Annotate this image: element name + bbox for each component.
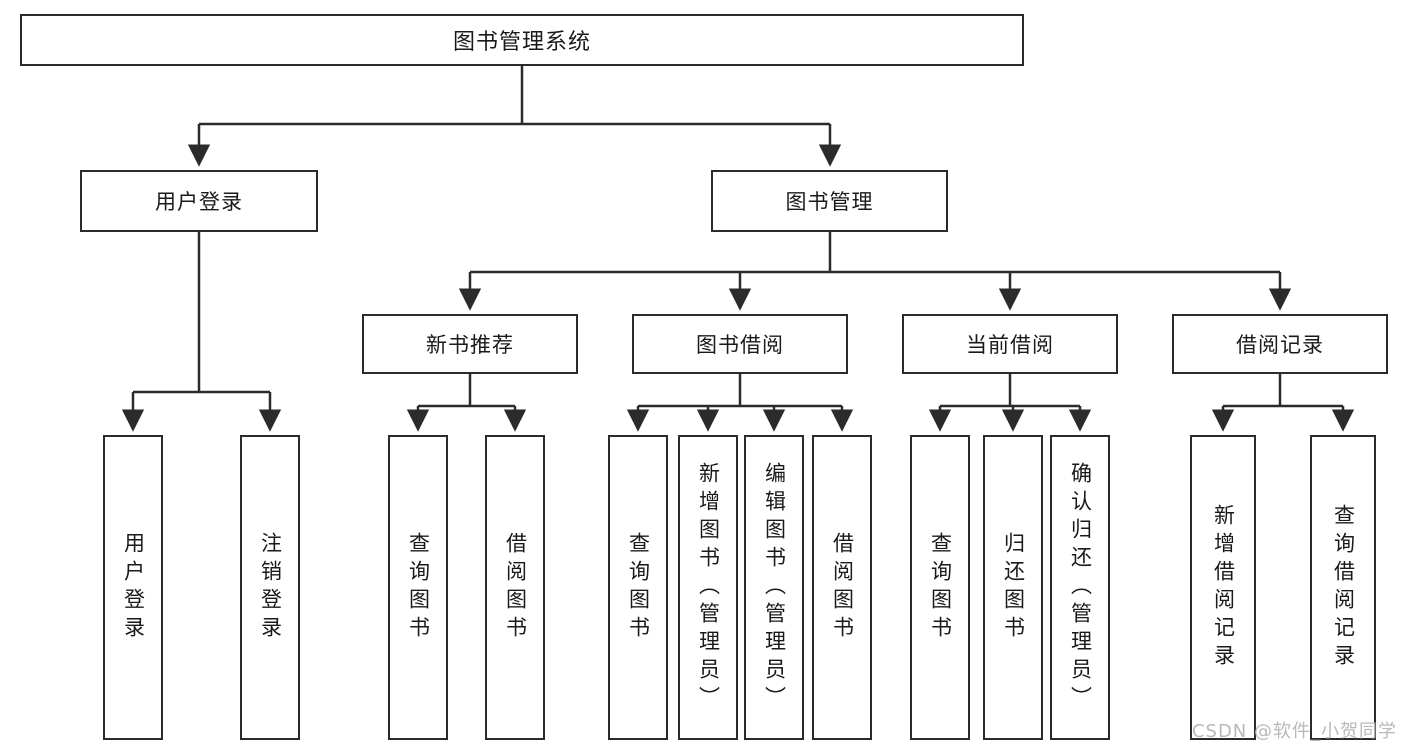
node-leaf-11[interactable]: 新增借阅记录 <box>1190 435 1256 740</box>
node-level2-0-label: 用户登录 <box>155 190 243 214</box>
node-leaf-0[interactable]: 用户登录 <box>103 435 163 740</box>
node-leaf-8-label: 查询图书 <box>928 531 953 644</box>
node-level3-3-label: 借阅记录 <box>1236 333 1324 357</box>
node-leaf-6-label: 编辑图书（管理员） <box>762 461 787 714</box>
node-leaf-10[interactable]: 确认归还（管理员） <box>1050 435 1110 740</box>
node-leaf-2-label: 查询图书 <box>406 531 431 644</box>
node-leaf-8[interactable]: 查询图书 <box>910 435 970 740</box>
node-root[interactable]: 图书管理系统 <box>20 14 1024 66</box>
node-leaf-6[interactable]: 编辑图书（管理员） <box>744 435 804 740</box>
node-leaf-10-label: 确认归还（管理员） <box>1068 461 1093 714</box>
node-leaf-5-label: 新增图书（管理员） <box>696 461 721 714</box>
node-leaf-12[interactable]: 查询借阅记录 <box>1310 435 1376 740</box>
node-level3-0[interactable]: 新书推荐 <box>362 314 578 374</box>
node-level2-0[interactable]: 用户登录 <box>80 170 318 232</box>
node-root-label: 图书管理系统 <box>452 30 591 55</box>
node-leaf-7[interactable]: 借阅图书 <box>812 435 872 740</box>
node-level3-1-label: 图书借阅 <box>696 333 784 357</box>
node-leaf-3[interactable]: 借阅图书 <box>485 435 545 740</box>
node-level3-3[interactable]: 借阅记录 <box>1172 314 1388 374</box>
node-level3-2-label: 当前借阅 <box>966 333 1054 357</box>
node-leaf-4-label: 查询图书 <box>626 531 651 644</box>
node-level2-1[interactable]: 图书管理 <box>711 170 948 232</box>
node-leaf-12-label: 查询借阅记录 <box>1331 503 1356 672</box>
node-leaf-4[interactable]: 查询图书 <box>608 435 668 740</box>
node-leaf-0-label: 用户登录 <box>121 531 146 644</box>
node-level2-1-label: 图书管理 <box>785 190 874 214</box>
node-leaf-1-label: 注销登录 <box>258 531 283 644</box>
node-leaf-7-label: 借阅图书 <box>830 531 855 644</box>
node-leaf-1[interactable]: 注销登录 <box>240 435 300 740</box>
node-level3-1[interactable]: 图书借阅 <box>632 314 848 374</box>
node-level3-0-label: 新书推荐 <box>426 333 514 357</box>
watermark: CSDN @软件_小贺同学 <box>1191 721 1397 742</box>
node-level3-2[interactable]: 当前借阅 <box>902 314 1118 374</box>
node-leaf-9-label: 归还图书 <box>1001 531 1026 644</box>
node-leaf-5[interactable]: 新增图书（管理员） <box>678 435 738 740</box>
node-leaf-9[interactable]: 归还图书 <box>983 435 1043 740</box>
node-leaf-3-label: 借阅图书 <box>503 531 528 644</box>
node-leaf-2[interactable]: 查询图书 <box>388 435 448 740</box>
node-leaf-11-label: 新增借阅记录 <box>1211 503 1236 672</box>
